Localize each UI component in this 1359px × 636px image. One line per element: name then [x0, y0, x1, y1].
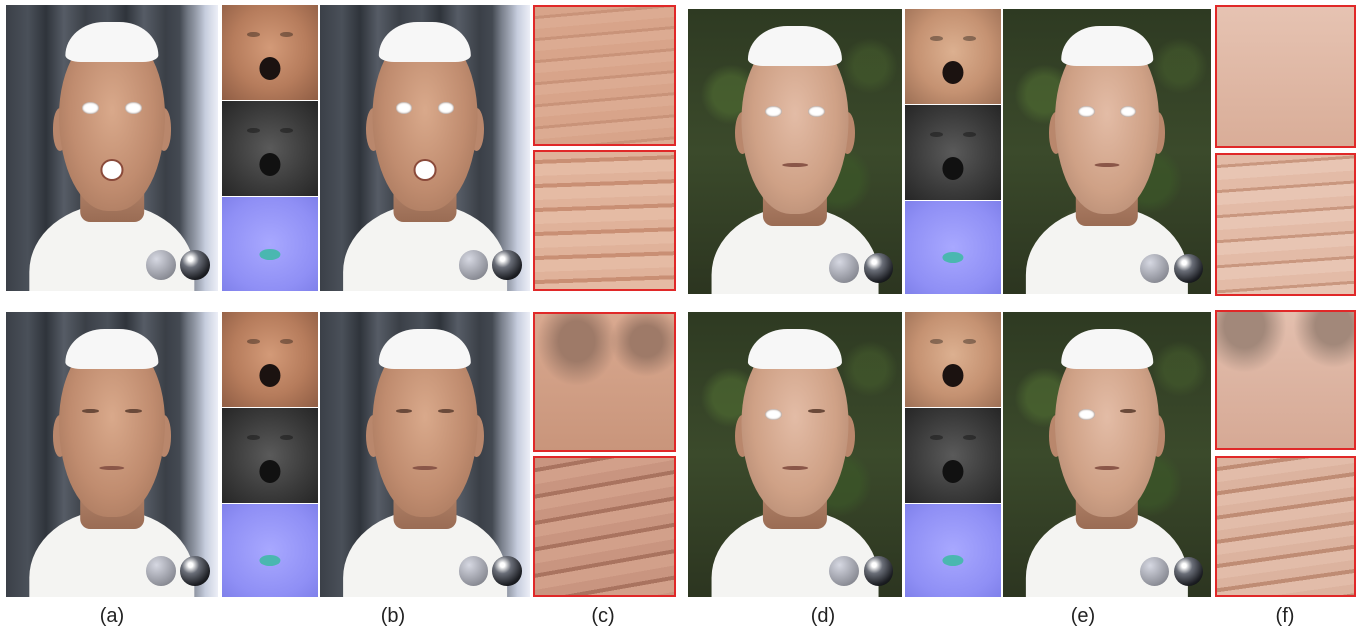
mirror-sphere-icon	[1173, 556, 1203, 586]
displacement-map-top-right	[905, 105, 1001, 200]
skin-crop-f-top-lower	[1215, 153, 1356, 296]
diffuse-sphere-icon	[145, 249, 176, 280]
subfigure-label-d: (d)	[810, 605, 836, 627]
render-e-top	[1003, 9, 1211, 294]
render-a-bottom	[6, 312, 218, 597]
normal-map-bottom-left	[222, 504, 318, 597]
render-d-bottom	[688, 312, 902, 597]
diffuse-sphere-icon	[829, 555, 860, 586]
mirror-sphere-icon	[1173, 253, 1203, 283]
subfigure-label-b: (b)	[380, 605, 406, 627]
skin-crop-c-bottom-upper	[533, 312, 676, 452]
displacement-map-bottom-right	[905, 408, 1001, 503]
albedo-map-top-right	[905, 9, 1001, 104]
displacement-map-bottom-left	[222, 408, 318, 503]
subfigure-label-a: (a)	[99, 605, 125, 627]
normal-map-bottom-right	[905, 504, 1001, 597]
diffuse-sphere-icon	[1140, 556, 1170, 586]
skin-crop-c-top-lower	[533, 150, 676, 291]
diffuse-sphere-icon	[829, 252, 860, 283]
diffuse-sphere-icon	[145, 555, 176, 586]
mirror-sphere-icon	[863, 252, 894, 283]
render-d-top	[688, 9, 902, 294]
mirror-sphere-icon	[492, 250, 522, 280]
subfigure-label-f: (f)	[1275, 605, 1295, 627]
normal-map-top-left	[222, 197, 318, 291]
displacement-map-top-left	[222, 101, 318, 196]
normal-map-top-right	[905, 201, 1001, 294]
render-e-bottom	[1003, 312, 1211, 597]
mirror-sphere-icon	[492, 556, 522, 586]
mirror-sphere-icon	[179, 249, 210, 280]
render-b-bottom	[320, 312, 530, 597]
skin-crop-c-top-upper	[533, 5, 676, 146]
diffuse-sphere-icon	[458, 250, 488, 280]
albedo-map-top-left	[222, 5, 318, 100]
skin-crop-f-bottom-lower	[1215, 456, 1356, 597]
diffuse-sphere-icon	[458, 556, 488, 586]
albedo-map-bottom-right	[905, 312, 1001, 407]
render-b-top	[320, 5, 530, 291]
mirror-sphere-icon	[863, 555, 894, 586]
skin-crop-f-bottom-upper	[1215, 310, 1356, 450]
skin-crop-f-top-upper	[1215, 5, 1356, 148]
subfigure-label-c: (c)	[591, 605, 615, 627]
subfigure-label-e: (e)	[1070, 605, 1096, 627]
skin-crop-c-bottom-lower	[533, 456, 676, 597]
render-a-top	[6, 5, 218, 291]
albedo-map-bottom-left	[222, 312, 318, 407]
mirror-sphere-icon	[179, 555, 210, 586]
diffuse-sphere-icon	[1140, 253, 1170, 283]
